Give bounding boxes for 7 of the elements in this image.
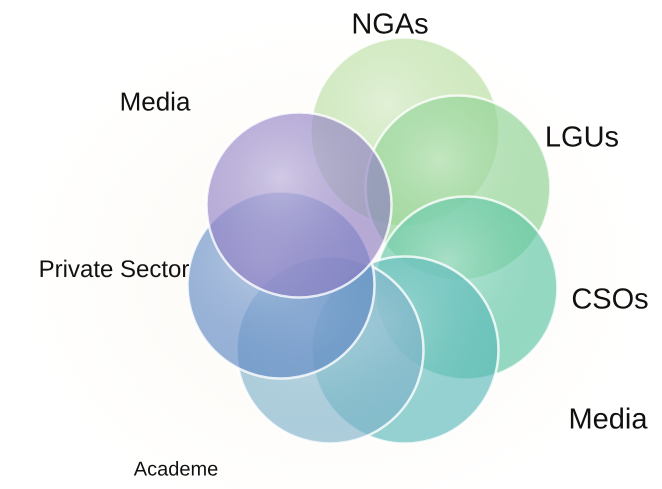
set-label: NGAs: [351, 8, 429, 42]
set-label: LGUs: [544, 122, 620, 154]
set-label: CSOs: [571, 284, 649, 316]
set-label: Academe: [134, 458, 218, 482]
set-label: Media: [120, 86, 190, 118]
set-label: Private Sector: [38, 256, 190, 284]
set-label: Media: [568, 404, 648, 436]
